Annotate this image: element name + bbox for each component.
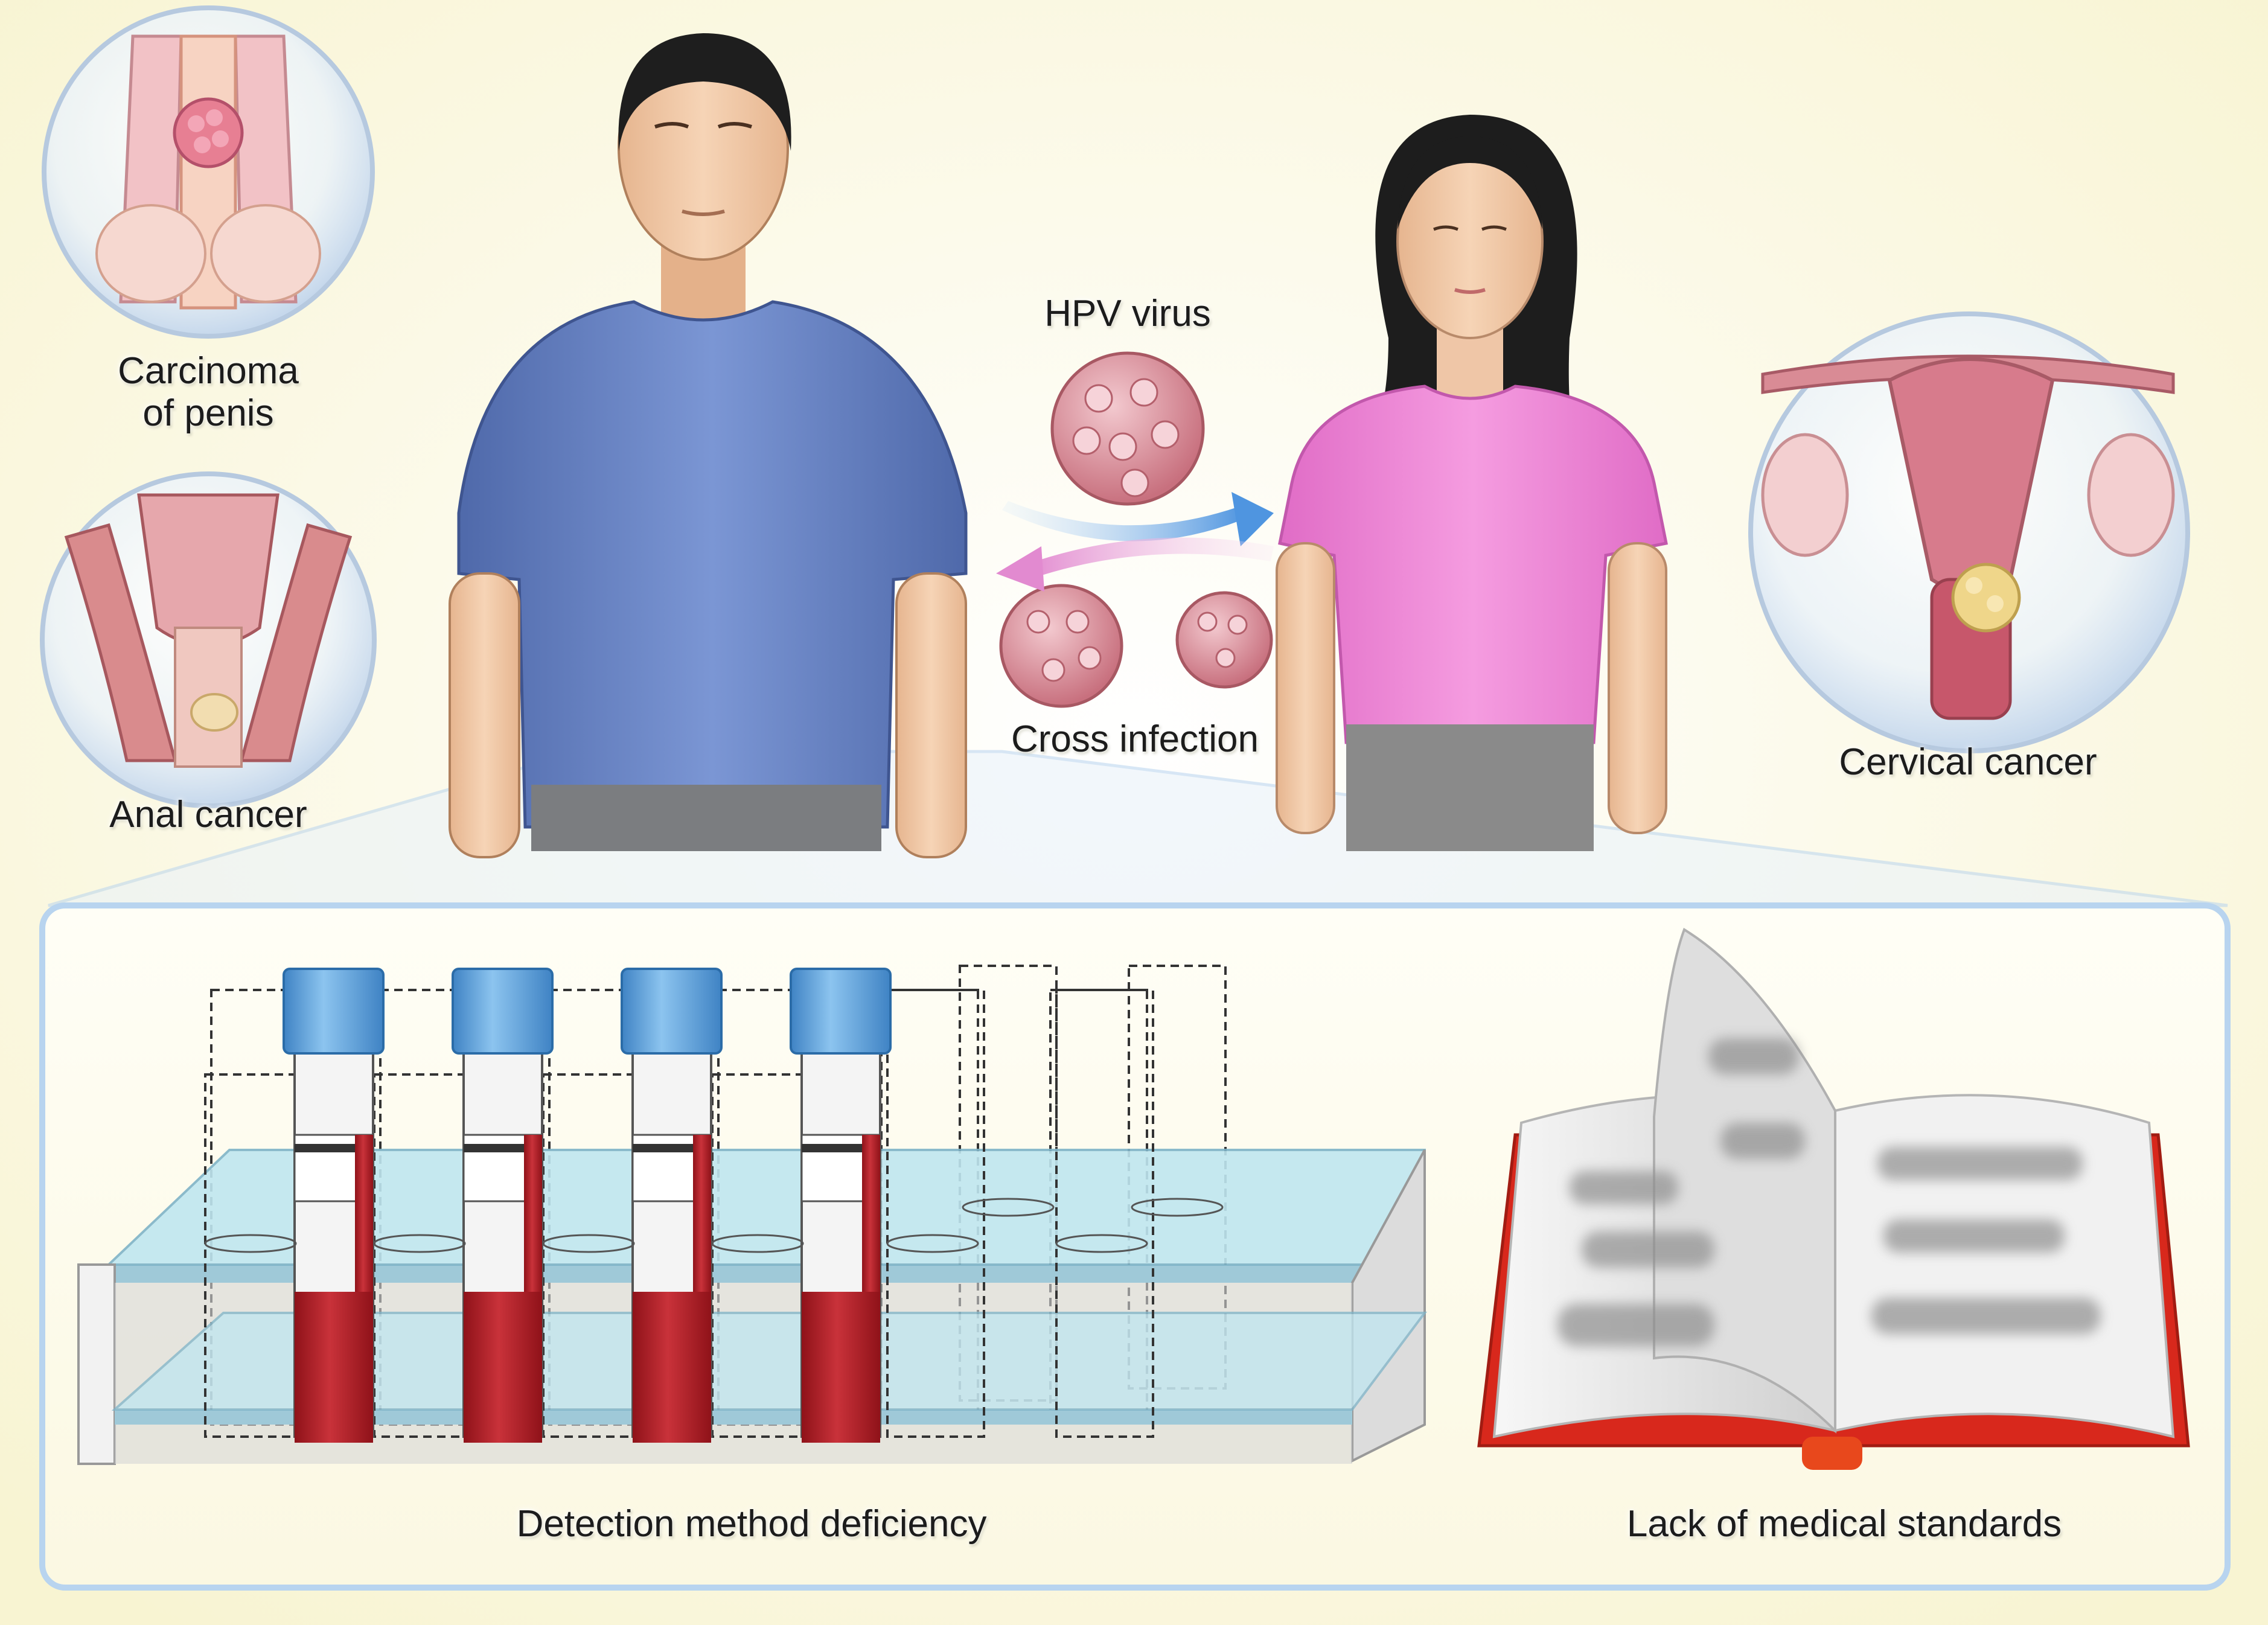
female-figure-icon xyxy=(1276,115,1668,851)
label-carcinoma-line-2: of penis xyxy=(142,392,274,434)
book-icon xyxy=(1477,928,2190,1470)
test-tube-icon xyxy=(790,968,892,1443)
label-lack-of-medical-standards: Lack of medical standards xyxy=(1626,1503,2062,1545)
label-carcinoma-of-penis: Carcinoma of penis xyxy=(88,350,329,435)
test-tube-icon xyxy=(283,968,385,1443)
label-hpv-virus: HPV virus xyxy=(1044,293,1211,334)
anal-anatomy-illustration xyxy=(40,471,377,808)
test-tube-rack-illustration xyxy=(77,965,1427,1465)
hpv-virus-small-icon xyxy=(1175,591,1273,689)
label-cross-infection: Cross infection xyxy=(1011,718,1259,760)
hpv-virus-small-icon xyxy=(999,584,1123,708)
label-detection-method-deficiency: Detection method deficiency xyxy=(516,1503,987,1545)
cervix-anatomy-illustration xyxy=(1748,311,2190,753)
arrow-female-to-male xyxy=(996,537,1274,592)
label-carcinoma-line-1: Carcinoma xyxy=(118,350,299,392)
label-anal-cancer: Anal cancer xyxy=(109,794,307,835)
test-tube-icon xyxy=(621,968,723,1443)
penis-anatomy-illustration xyxy=(42,5,375,339)
label-cervical-cancer: Cervical cancer xyxy=(1839,741,2097,783)
arrow-male-to-female xyxy=(1002,492,1274,546)
male-figure-icon xyxy=(449,33,968,858)
test-tube-icon xyxy=(452,968,554,1443)
hpv-virus-icon xyxy=(1050,351,1205,506)
